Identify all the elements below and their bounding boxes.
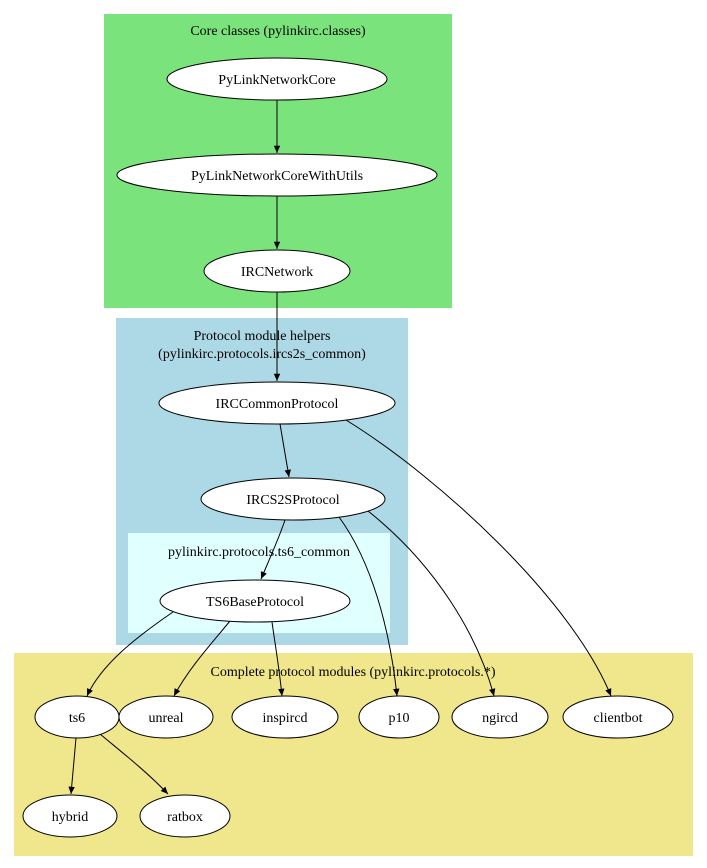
cluster-complete-protocols	[14, 653, 693, 856]
node-unreal	[118, 695, 214, 739]
node-clientbot	[562, 695, 674, 739]
cluster-ts6-common-title: pylinkirc.protocols.ts6_common	[168, 545, 350, 560]
edge-ircs2sprotocol-to-p10-arrow	[338, 516, 400, 697]
cluster-helpers-title-line1: Protocol module helpers	[194, 329, 331, 344]
edge-ts6baseprotocol-to-unreal-arrow	[173, 620, 231, 697]
edge-ts6baseprotocol-to-ts6-arrow	[86, 611, 174, 697]
node-label-p10: p10	[389, 711, 410, 726]
node-label-inspircd: inspircd	[262, 711, 307, 726]
node-ircnetwork	[203, 249, 351, 293]
edge-irccommonprotocol-to-ircs2sprotocol-arrow	[279, 423, 291, 478]
edge-ts6baseprotocol-to-inspircd-arrow	[271, 621, 285, 697]
node-label-ircnetwork: IRCNetwork	[241, 265, 313, 280]
node-label-unreal: unreal	[149, 711, 184, 726]
node-p10	[358, 695, 440, 739]
edge-ircs2sprotocol-to-ts6baseprotocol-arrow	[260, 519, 286, 580]
edge-ircs2sprotocol-to-ngircd-arrow	[367, 510, 496, 697]
node-ngircd	[451, 695, 549, 739]
node-pylinknetworkcorewithutils	[116, 153, 438, 197]
node-label-ts6baseprotocol: TS6BaseProtocol	[206, 595, 304, 610]
cluster-helpers-title-line2: (pylinkirc.protocols.ircs2s_common)	[158, 347, 366, 362]
cluster-core-title: Core classes (pylinkirc.classes)	[190, 24, 366, 39]
node-label-pylinknetworkcorewithutils: PyLinkNetworkCoreWithUtils	[191, 169, 363, 184]
node-inspircd	[231, 695, 339, 739]
node-label-pylinknetworkcore: PyLinkNetworkCore	[218, 73, 335, 88]
node-ts6baseprotocol	[159, 579, 351, 623]
node-pylinknetworkcore	[166, 57, 388, 101]
cluster-complete-title: Complete protocol modules (pylinkirc.pro…	[210, 665, 495, 680]
node-label-clientbot: clientbot	[594, 711, 643, 726]
node-hybrid	[22, 794, 118, 838]
edge-ts6-to-ratbox-arrow	[99, 733, 169, 795]
node-label-hybrid: hybrid	[52, 810, 89, 825]
node-label-ratbox: ratbox	[167, 810, 203, 825]
node-irccommonprotocol	[158, 381, 396, 425]
node-label-ircs2sprotocol: IRCS2SProtocol	[246, 493, 339, 508]
node-label-ngircd: ngircd	[482, 711, 518, 726]
node-ratbox	[139, 794, 231, 838]
edge-irccommonprotocol-to-clientbot-arrow	[345, 419, 612, 697]
node-ircs2sprotocol	[200, 477, 386, 521]
node-label-ts6: ts6	[69, 711, 85, 726]
edge-ts6-to-hybrid-arrow	[68, 737, 77, 795]
node-label-irccommonprotocol: IRCCommonProtocol	[216, 397, 339, 412]
